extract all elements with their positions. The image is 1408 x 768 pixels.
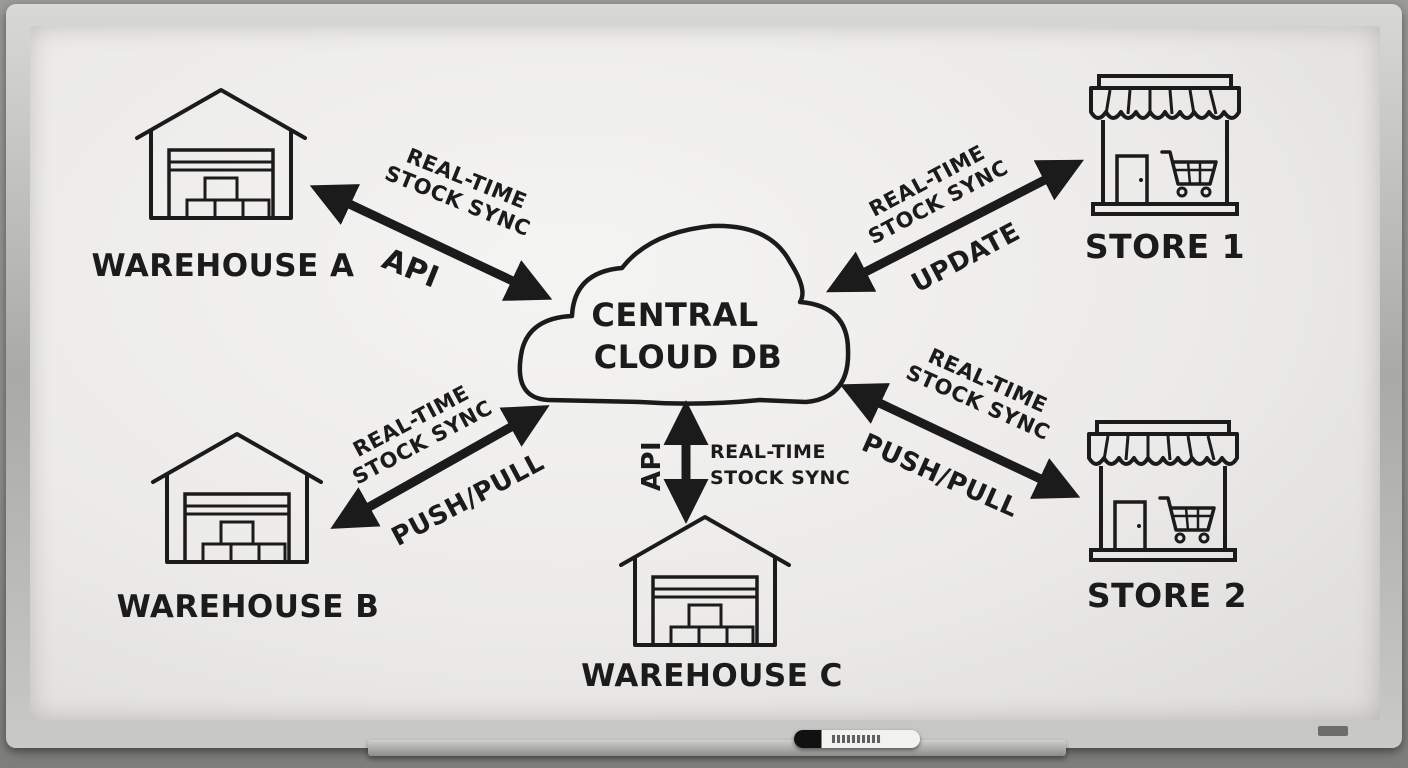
cloud-label-line2: CLOUD DB bbox=[594, 338, 783, 376]
storefront-icon bbox=[1091, 76, 1239, 214]
cloud-label-line1: CENTRAL bbox=[591, 296, 758, 334]
shopping-cart-icon bbox=[1162, 152, 1216, 196]
node-warehouse-c: WAREHOUSE C bbox=[581, 517, 843, 694]
warehouse-icon bbox=[153, 434, 321, 562]
node-store-2: STORE 2 bbox=[1087, 422, 1247, 615]
storefront-icon bbox=[1089, 422, 1237, 560]
node-warehouse-b: WAREHOUSE B bbox=[117, 434, 380, 625]
warehouse-a-label: WAREHOUSE A bbox=[91, 248, 354, 284]
store-1-method: UPDATE bbox=[907, 217, 1026, 299]
warehouse-icon bbox=[621, 517, 789, 645]
store-1-label: STORE 1 bbox=[1085, 227, 1245, 266]
warehouse-icon bbox=[137, 90, 305, 218]
warehouse-c-method: API bbox=[637, 441, 667, 491]
warehouse-c-label: WAREHOUSE C bbox=[581, 658, 843, 694]
central-cloud-db: CENTRAL CLOUD DB bbox=[520, 226, 848, 404]
warehouse-b-method: PUSH/PULL bbox=[387, 447, 549, 552]
warehouse-a-method: API bbox=[377, 242, 444, 296]
store-2-label: STORE 2 bbox=[1087, 576, 1247, 615]
warehouse-b-label: WAREHOUSE B bbox=[117, 589, 380, 625]
warehouse-c-sync-line2: STOCK SYNC bbox=[710, 467, 850, 489]
warehouse-c-sync-line1: REAL-TIME bbox=[710, 441, 826, 463]
link-label-warehouse-b: REAL-TIME STOCK SYNC bbox=[337, 374, 496, 489]
store-2-method: PUSH/PULL bbox=[857, 428, 1023, 524]
shopping-cart-icon bbox=[1160, 498, 1214, 542]
node-store-1: STORE 1 bbox=[1085, 76, 1245, 266]
node-warehouse-a: WAREHOUSE A bbox=[91, 90, 354, 284]
